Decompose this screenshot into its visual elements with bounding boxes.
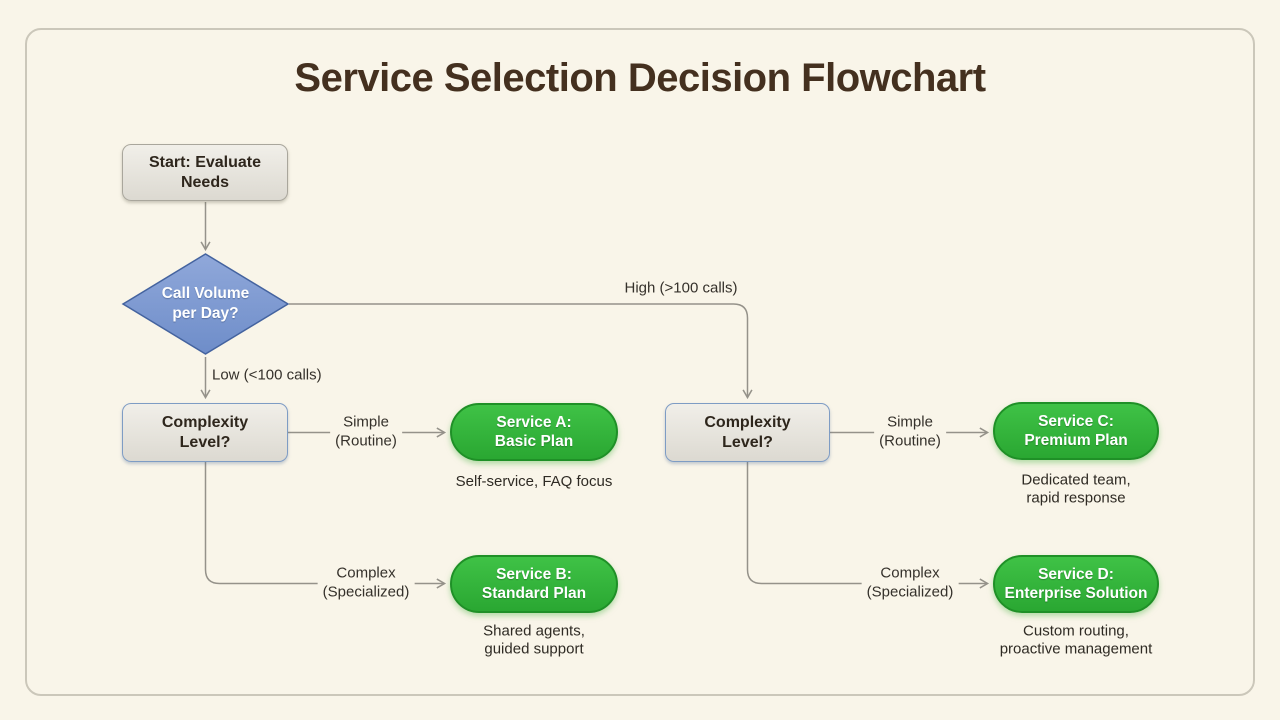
service-d-label: Service D: Enterprise Solution bbox=[1004, 565, 1148, 602]
edge-high-to-complexity-right bbox=[289, 303, 753, 400]
call-volume-label: Call Volume per Day? bbox=[161, 284, 250, 322]
service-a-label: Service A: Basic Plan bbox=[494, 413, 574, 450]
edge-complex-to-service-b bbox=[204, 462, 447, 589]
edge-complex-to-service-d bbox=[746, 462, 990, 589]
complexity-level-right-node: Complexity Level? bbox=[665, 403, 830, 462]
outer-frame bbox=[25, 28, 1255, 696]
service-b-label: Service B: Standard Plan bbox=[481, 565, 587, 602]
edge-label-simple-right: Simple (Routine) bbox=[874, 412, 946, 452]
service-c-label: Service C: Premium Plan bbox=[1024, 412, 1128, 449]
call-volume-diamond-shape bbox=[121, 253, 290, 355]
complexity-level-left-node: Complexity Level? bbox=[122, 403, 288, 462]
edge-label-low: Low (<100 calls) bbox=[212, 366, 322, 384]
edge-label-complex-right: Complex (Specialized) bbox=[861, 563, 959, 603]
complexity-right-label: Complexity Level? bbox=[704, 413, 791, 451]
service-a-description: Self-service, FAQ focus bbox=[455, 472, 613, 490]
service-b-node: Service B: Standard Plan bbox=[450, 555, 618, 613]
service-d-node: Service D: Enterprise Solution bbox=[993, 555, 1159, 613]
complexity-left-label: Complexity Level? bbox=[161, 413, 249, 451]
start-node-label: Start: Evaluate Needs bbox=[148, 153, 262, 191]
service-a-node: Service A: Basic Plan bbox=[450, 403, 618, 461]
edge-label-simple-left: Simple (Routine) bbox=[330, 412, 402, 452]
edge-label-complex-left: Complex (Specialized) bbox=[317, 563, 415, 603]
page-title: Service Selection Decision Flowchart bbox=[294, 56, 986, 100]
service-b-description: Shared agents, guided support bbox=[483, 622, 585, 658]
service-c-node: Service C: Premium Plan bbox=[993, 402, 1159, 460]
service-c-description: Dedicated team, rapid response bbox=[1021, 471, 1131, 507]
start-node: Start: Evaluate Needs bbox=[122, 144, 288, 201]
service-d-description: Custom routing, proactive management bbox=[999, 622, 1153, 658]
edge-label-high: High (>100 calls) bbox=[624, 279, 738, 297]
call-volume-decision: Call Volume per Day? bbox=[123, 254, 288, 354]
